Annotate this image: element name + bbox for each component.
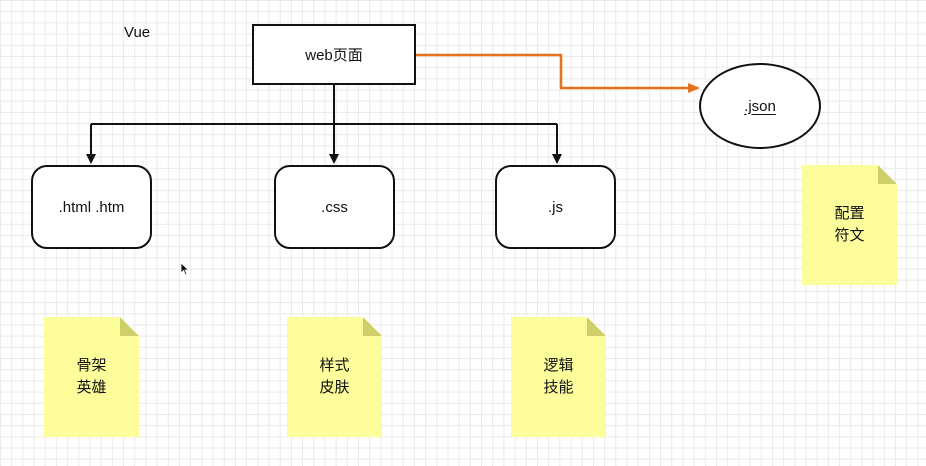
- node-html-label: .html .htm: [58, 198, 125, 216]
- node-json: .json: [699, 63, 821, 149]
- sticky-note-js-text: 逻辑 技能: [543, 357, 574, 396]
- diagram-title: Vue: [124, 24, 151, 41]
- sticky-note-html: 骨架 英雄: [44, 317, 139, 437]
- sticky-note-css: 样式 皮肤: [287, 317, 382, 437]
- sticky-note-json-text: 配置 符文: [834, 205, 865, 244]
- node-web-page: web页面: [252, 24, 416, 85]
- node-html: .html .htm: [31, 165, 152, 249]
- sticky-note-html-text: 骨架 英雄: [76, 357, 107, 396]
- node-css-label: .css: [321, 198, 348, 216]
- node-web-page-label: web页面: [305, 47, 363, 64]
- sticky-note-js: 逻辑 技能: [511, 317, 606, 437]
- mouse-cursor-icon: [180, 262, 190, 276]
- connector-to-json: [416, 53, 700, 93]
- node-js: .js: [495, 165, 616, 249]
- node-json-label: .json: [744, 97, 776, 115]
- node-js-label: .js: [548, 198, 563, 216]
- node-css: .css: [274, 165, 395, 249]
- sticky-note-css-text: 样式 皮肤: [319, 357, 350, 396]
- sticky-note-json: 配置 符文: [802, 165, 897, 285]
